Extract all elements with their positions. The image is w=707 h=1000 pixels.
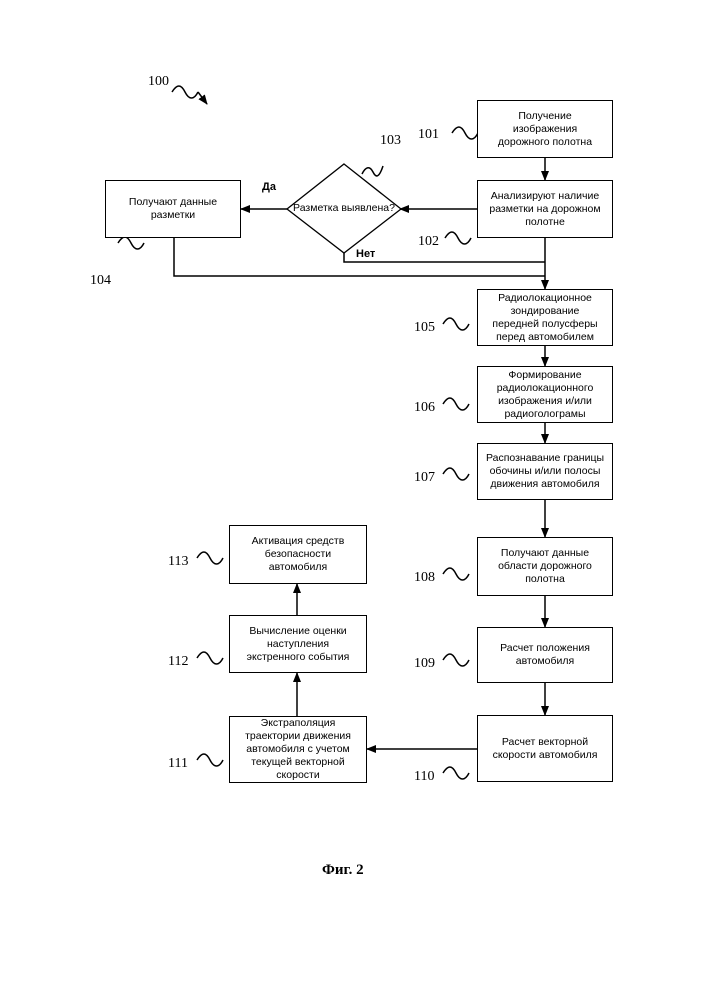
ref-106: 106 bbox=[414, 400, 435, 416]
leader-105 bbox=[443, 318, 469, 330]
leader-104 bbox=[118, 237, 144, 249]
step-113-box: Активация средств безопасности автомобил… bbox=[229, 525, 367, 584]
ref-113: 113 bbox=[168, 554, 188, 570]
ref-101: 101 bbox=[418, 127, 439, 143]
leader-111 bbox=[197, 754, 223, 766]
step-105-box: Радиолокационное зондирование передней п… bbox=[477, 289, 613, 346]
leader-106 bbox=[443, 398, 469, 410]
leader-109 bbox=[443, 654, 469, 666]
ref-107: 107 bbox=[414, 470, 435, 486]
step-107-box: Распознавание границы обочины и/или поло… bbox=[477, 443, 613, 500]
step-110-box: Расчет векторной скорости автомобиля bbox=[477, 715, 613, 782]
yes-label: Да bbox=[262, 181, 276, 193]
ref-112: 112 bbox=[168, 654, 188, 670]
leader-103 bbox=[362, 166, 383, 176]
decision-text: Разметка выявлена? bbox=[274, 202, 414, 214]
ref-110: 110 bbox=[414, 769, 434, 785]
step-108-box: Получают данные области дорожного полотн… bbox=[477, 537, 613, 596]
leader-101 bbox=[452, 127, 478, 139]
leader-107 bbox=[443, 468, 469, 480]
leader-110 bbox=[443, 767, 469, 779]
leader-100 bbox=[172, 86, 198, 98]
leader-113 bbox=[197, 552, 223, 564]
ref-105: 105 bbox=[414, 320, 435, 336]
step-111-box: Экстраполяция траектории движения автомо… bbox=[229, 716, 367, 783]
figure-caption: Фиг. 2 bbox=[322, 862, 364, 879]
step-106-box: Формирование радиолокационного изображен… bbox=[477, 366, 613, 423]
ref-102: 102 bbox=[418, 234, 439, 250]
no-label: Нет bbox=[356, 248, 375, 260]
step-104-box: Получают данные разметки bbox=[105, 180, 241, 238]
leader-102 bbox=[445, 232, 471, 244]
ref-111: 111 bbox=[168, 756, 188, 772]
step-112-box: Вычисление оценки наступления экстренног… bbox=[229, 615, 367, 673]
step-101-box: Получение изображения дорожного полотна bbox=[477, 100, 613, 158]
ref-109: 109 bbox=[414, 656, 435, 672]
step-102-box: Анализируют наличие разметки на дорожном… bbox=[477, 180, 613, 238]
leader-112 bbox=[197, 652, 223, 664]
ref-104: 104 bbox=[90, 273, 111, 289]
ref-103: 103 bbox=[380, 133, 401, 149]
ref-100: 100 bbox=[148, 74, 169, 90]
leader-108 bbox=[443, 568, 469, 580]
step-109-box: Расчет положения автомобиля bbox=[477, 627, 613, 683]
ref-108: 108 bbox=[414, 570, 435, 586]
arrow-100 bbox=[198, 92, 207, 104]
